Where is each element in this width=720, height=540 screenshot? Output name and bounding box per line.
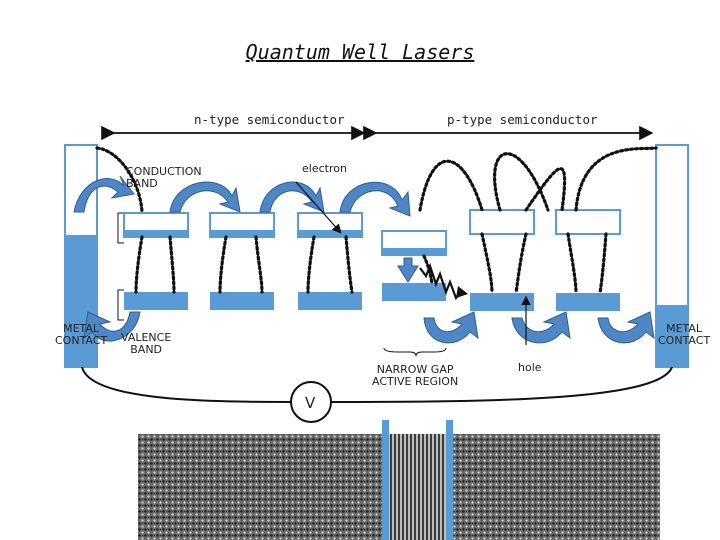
metal-contact-right-label: METAL CONTACT [658, 322, 711, 347]
valence-band-blocks [124, 283, 620, 311]
conduction-band-bracket [117, 212, 124, 244]
electron-label: electron [302, 162, 347, 175]
photon-arrowhead-icon [456, 286, 468, 298]
tem-micrograph-image [138, 420, 660, 540]
active-region-brace [383, 347, 447, 357]
metal-contact-right [655, 144, 689, 368]
carrier-path-curves [95, 146, 658, 295]
active-region-label: NARROW GAP ACTIVE REGION [372, 363, 459, 388]
voltage-source-icon [290, 381, 332, 423]
n-type-label: n-type semiconductor [194, 112, 345, 127]
metal-contact-left [64, 144, 98, 368]
p-type-label: p-type semiconductor [447, 112, 598, 127]
metal-contact-left-label: METAL CONTACT [55, 322, 108, 347]
voltage-label: V [305, 394, 316, 412]
circuit-wire [81, 366, 673, 403]
electron-pointer [295, 181, 342, 234]
hole-label: hole [518, 361, 542, 374]
slide-title: Quantum Well Lasers [245, 40, 475, 64]
conduction-band-blocks [123, 209, 621, 256]
electron-flow-arrows [73, 175, 419, 283]
valence-band-bracket [117, 289, 124, 321]
valence-band-label: VALENCE BAND [121, 331, 172, 356]
photon-squiggle-icon [419, 262, 463, 301]
conduction-band-label: CONDUCTION BAND [126, 165, 202, 190]
